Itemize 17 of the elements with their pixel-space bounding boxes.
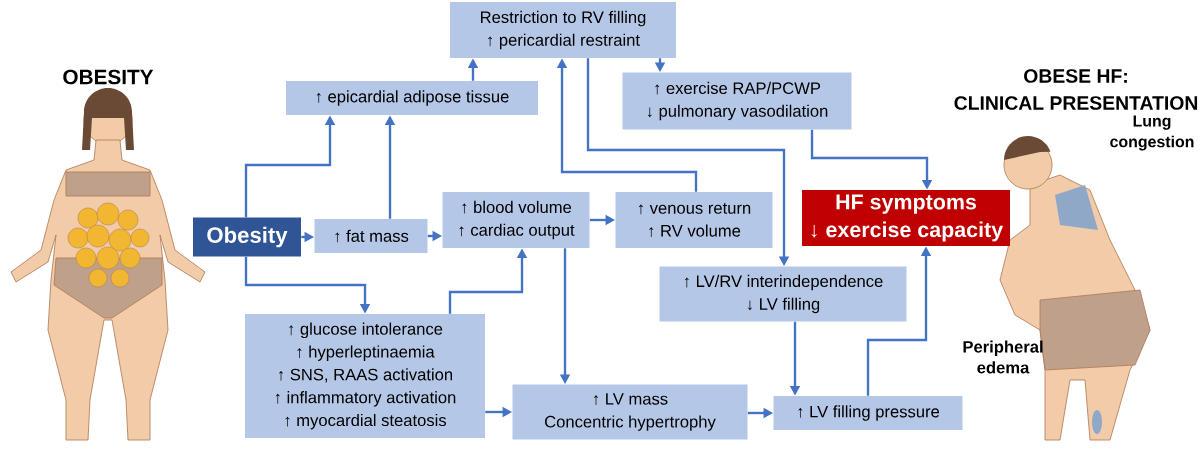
process-box: ↑ fat mass — [314, 219, 428, 253]
heading: OBESE HF: — [1024, 69, 1127, 83]
outcome-box: HF symptoms ↓ exercise capacity — [802, 190, 1010, 246]
heading: OBESITY — [63, 69, 154, 85]
cause-box: Obesity — [193, 217, 301, 257]
process-box: ↑ exercise RAP/PCWP ↓ pulmonary vasodilation — [622, 72, 852, 130]
annotation: Lung congestion — [1110, 115, 1194, 151]
process-box: ↑ venous return ↑ RV volume — [615, 192, 773, 248]
process-box: ↑ LV filling pressure — [773, 396, 963, 430]
heading: CLINICAL PRESENTATION — [954, 96, 1198, 110]
process-box: Restriction to RV filling ↑ pericardial restraint — [450, 2, 676, 58]
process-box: ↑ LV/RV interindependence ↓ LV filling — [659, 266, 907, 322]
process-box: ↑ LV mass Concentric hypertrophy — [512, 384, 748, 440]
process-box: ↑ epicardial adipose tissue — [286, 81, 538, 115]
annotation: Peripheral edema — [963, 340, 1043, 374]
process-box: ↑ glucose intolerance ↑ hyperleptinaemia ↑ SNS, RAAS activation ↑ inflammatory activation ↑ myocardial steatosis — [245, 314, 485, 438]
process-box: ↑ blood volume ↑ cardiac output — [442, 192, 590, 248]
